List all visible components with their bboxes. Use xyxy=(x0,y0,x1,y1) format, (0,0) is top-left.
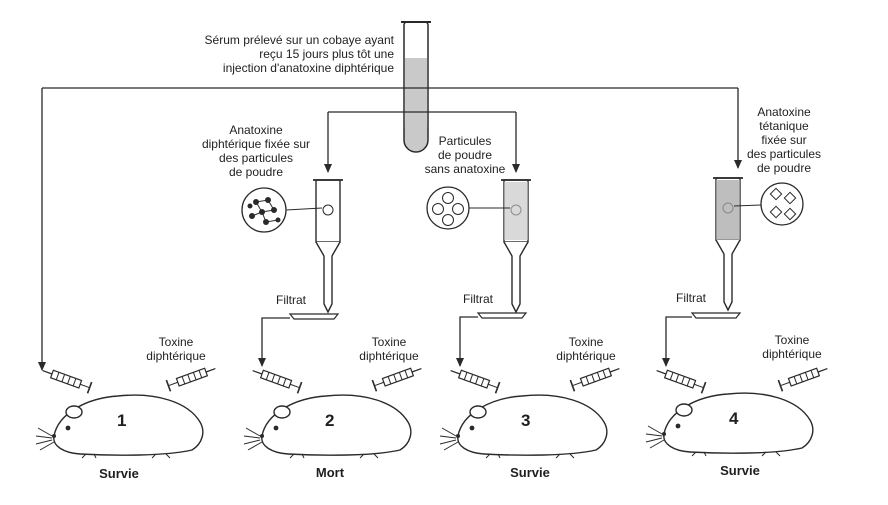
particles-without-anatoxin-icon xyxy=(426,186,510,230)
serum-label-line-2: reçu 15 jours plus tôt une xyxy=(259,47,394,61)
syringe-right-4 xyxy=(777,362,831,393)
syringe-right-1 xyxy=(165,362,219,393)
guinea-pig-number-2: 2 xyxy=(325,411,334,430)
arrow-to-guinea-pig-4 xyxy=(662,316,692,367)
serum-distribution-lines xyxy=(38,87,742,371)
syringe-right-3 xyxy=(569,362,623,393)
arrow-to-guinea-pig-2 xyxy=(258,317,290,367)
filter-label-3-line-1: Particules xyxy=(439,134,492,148)
filtrat-dish-2 xyxy=(289,313,339,320)
syringe-right-2 xyxy=(371,362,425,393)
filter-label-4-line-3: fixée sur xyxy=(761,133,806,147)
filter-label-3-line-3: sans anatoxine xyxy=(425,162,506,176)
result-label-1: Survie xyxy=(99,466,139,481)
particles-anatoxin-diphtheria-icon xyxy=(241,187,323,233)
toxin-label-1-line-2: diphtérique xyxy=(146,349,206,363)
arrow-to-guinea-pig-3 xyxy=(456,316,478,367)
guinea-pig-number-1: 1 xyxy=(117,411,126,430)
filtrat-label-3: Filtrat xyxy=(463,292,494,306)
syringe-left-2 xyxy=(249,364,303,395)
filter-column-2 xyxy=(312,179,344,313)
toxin-label-3-line-1: Toxine xyxy=(569,335,604,349)
toxin-label-4-line-2: diphtérique xyxy=(762,347,822,361)
filter-label-3: Particules de poudre sans anatoxine xyxy=(425,134,506,176)
toxin-label-4-line-1: Toxine xyxy=(775,333,810,347)
filter-label-2-line-2: diphtérique fixée sur xyxy=(202,137,310,151)
filtrat-dish-4 xyxy=(691,312,741,319)
toxin-label-1-line-1: Toxine xyxy=(159,335,194,349)
guinea-pig-number-4: 4 xyxy=(729,409,739,428)
syringe-left-1 xyxy=(39,364,93,395)
filter-label-2-line-3: des particules xyxy=(219,151,293,165)
filtrat-label-2: Filtrat xyxy=(276,293,307,307)
serum-label-line-3: injection d'anatoxine diphtérique xyxy=(223,61,394,75)
filtrat-dish-3 xyxy=(477,312,527,319)
syringe-left-3 xyxy=(447,364,501,395)
serum-tube xyxy=(401,21,431,153)
result-label-3: Survie xyxy=(510,465,550,480)
filter-label-2-line-1: Anatoxine xyxy=(229,123,283,137)
filter-3-fill xyxy=(504,182,528,240)
filter-label-2: Anatoxine diphtérique fixée sur des part… xyxy=(202,123,310,179)
result-label-4: Survie xyxy=(720,463,760,478)
filter-label-4-line-2: tétanique xyxy=(759,119,809,133)
filter-label-4: Anatoxine tétanique fixée sur des partic… xyxy=(747,105,821,175)
filter-label-4-line-1: Anatoxine xyxy=(757,105,811,119)
serum-label-line-1: Sérum prélevé sur un cobaye ayant xyxy=(205,33,395,47)
toxin-label-2-line-2: diphtérique xyxy=(359,349,419,363)
filter-label-4-line-4: des particules xyxy=(747,147,821,161)
filter-label-3-line-2: de poudre xyxy=(438,148,492,162)
filter-label-4-line-5: de poudre xyxy=(757,161,811,175)
syringe-left-4 xyxy=(653,364,707,395)
particles-anatoxin-tetanus-icon xyxy=(733,182,804,226)
filter-4-fill xyxy=(716,180,740,240)
toxin-label-2-line-1: Toxine xyxy=(372,335,407,349)
filtrat-arrows xyxy=(258,316,692,367)
filtrat-label-4: Filtrat xyxy=(676,291,707,305)
toxin-label-3-line-2: diphtérique xyxy=(556,349,616,363)
result-label-2: Mort xyxy=(316,465,345,480)
guinea-pig-number-3: 3 xyxy=(521,411,530,430)
filter-label-2-line-4: de poudre xyxy=(229,165,283,179)
serum-label: Sérum prélevé sur un cobaye ayant reçu 1… xyxy=(205,33,395,75)
